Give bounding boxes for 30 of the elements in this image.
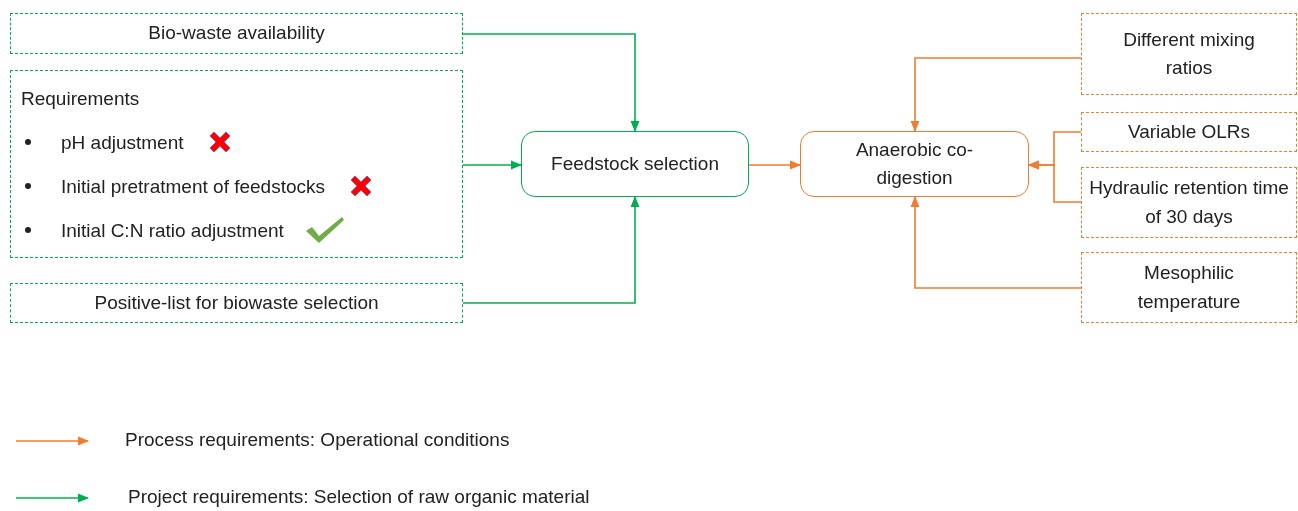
arrow [910,195,1082,289]
input-box [10,283,463,323]
arrow [462,160,523,170]
arrow [462,33,640,133]
process-box [521,131,749,197]
list-heading: Requirements [21,88,140,108]
node-label: Variable OLRs [1126,119,1252,144]
node-label: Bio-waste availability [147,21,326,46]
arrow [910,57,1082,133]
list-item: pH adjustment [61,132,184,152]
list-item: Initial C:N ratio adjustment [61,220,284,240]
input-box [10,13,463,54]
node-label: Different mixing ratios [1122,27,1256,80]
node-label: Anaerobic co-digestion [854,137,975,190]
legend-text: Process requirements: Operational conditions [125,429,510,451]
input-box [1081,252,1297,323]
input-box [10,70,463,258]
input-box [1081,167,1297,238]
input-box [1081,13,1297,95]
legend-text: Project requirements: Selection of raw organic material [128,486,590,508]
list-item: Initial pretratment of feedstocks [61,176,325,196]
node-label: Positive-list for biowaste selection [93,290,380,315]
process-box [800,131,1029,197]
arrow [748,160,802,170]
input-box [1081,112,1297,152]
node-label: Mesophilic temperature [1136,261,1242,314]
node-label: Feedstock selection [550,151,720,176]
node-label: Hydraulic retention time of 30 days [1088,176,1290,229]
arrow [1027,160,1082,203]
arrow [462,195,640,304]
